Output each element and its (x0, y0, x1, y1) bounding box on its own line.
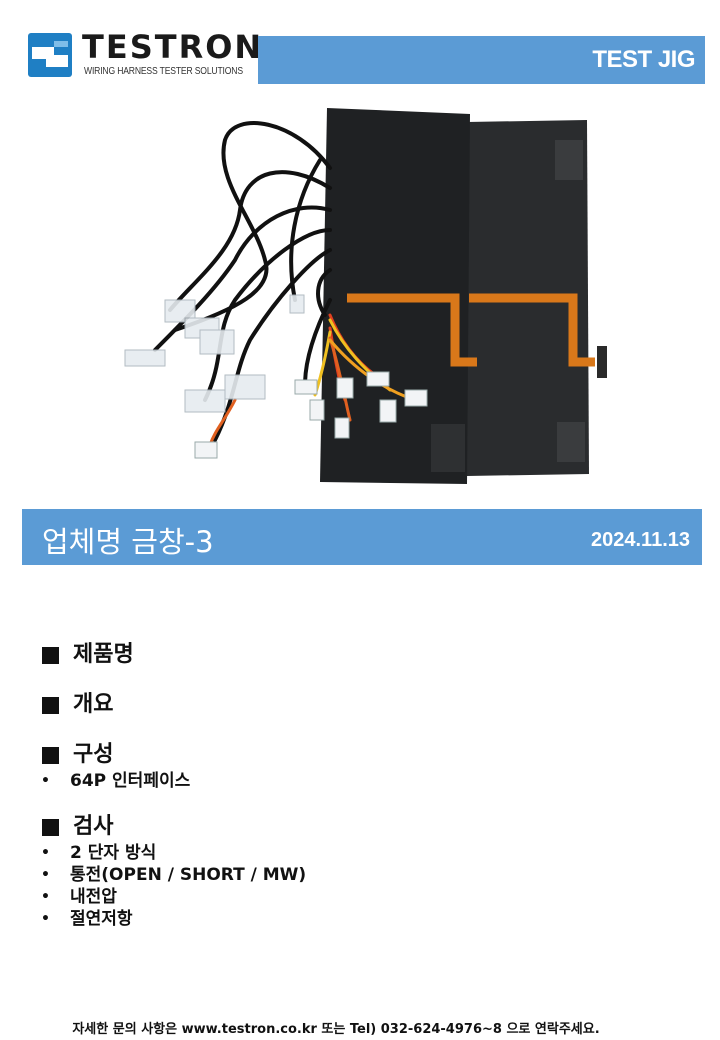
bullet-dot-icon: • (41, 773, 50, 789)
document-date: 2024.11.13 (591, 529, 690, 551)
section-overview: 개요 (40, 690, 680, 720)
flex-connector (597, 346, 607, 378)
brand-tagline: WIRING HARNESS TESTER SOLUTIONS (84, 66, 243, 77)
composition-list: •64P 인터페이스 (40, 770, 680, 792)
bullet-dot-icon: • (41, 845, 50, 861)
header-bar: TEST JIG (258, 36, 705, 84)
black-square-icon (42, 646, 59, 664)
section-inspection: 검사 •2 단자 방식 •통전(OPEN / SHORT / MW) •내전압 … (40, 812, 680, 930)
black-square-icon (42, 696, 59, 714)
section-heading: 구성 (73, 742, 114, 767)
list-item: •내전압 (41, 887, 117, 907)
header-title: TEST JIG (592, 46, 695, 73)
wire-harness (153, 121, 332, 442)
orange-flex-cable (347, 293, 595, 367)
list-item: •절연저항 (41, 909, 133, 929)
testron-logo-icon (28, 33, 72, 77)
clear-terminals (124, 294, 305, 413)
brand-name: TESTRON (82, 28, 264, 66)
list-item: •64P 인터페이스 (41, 771, 191, 791)
list-item: •2 단자 방식 (41, 843, 157, 863)
section-heading: 검사 (73, 814, 114, 839)
list-item: •통전(OPEN / SHORT / MW) (41, 865, 307, 885)
white-connectors (194, 371, 428, 459)
bullet-dot-icon: • (41, 889, 50, 905)
title-bar: 업체명 금창-3 2024.11.13 (22, 509, 702, 565)
section-heading: 제품명 (73, 642, 134, 667)
contact-footer: 자세한 문의 사항은 www.testron.co.kr 또는 Tel) 032… (72, 1022, 600, 1037)
black-square-icon (42, 746, 59, 764)
product-photo (124, 108, 607, 484)
black-square-icon (42, 818, 59, 836)
company-title: 업체명 금창-3 (42, 525, 214, 559)
spec-content: 제품명 개요 구성 •64P 인터페이스 검사 •2 단자 방식 •통전(OPE… (40, 640, 680, 930)
bullet-dot-icon: • (41, 867, 50, 883)
section-composition: 구성 •64P 인터페이스 (40, 740, 680, 792)
inspection-list: •2 단자 방식 •통전(OPEN / SHORT / MW) •내전압 •절연… (40, 842, 680, 930)
testron-logo: TESTRON WIRING HARNESS TESTER SOLUTIONS (28, 30, 261, 82)
section-product-name: 제품명 (40, 640, 680, 670)
bullet-dot-icon: • (41, 911, 50, 927)
section-heading: 개요 (73, 692, 114, 717)
